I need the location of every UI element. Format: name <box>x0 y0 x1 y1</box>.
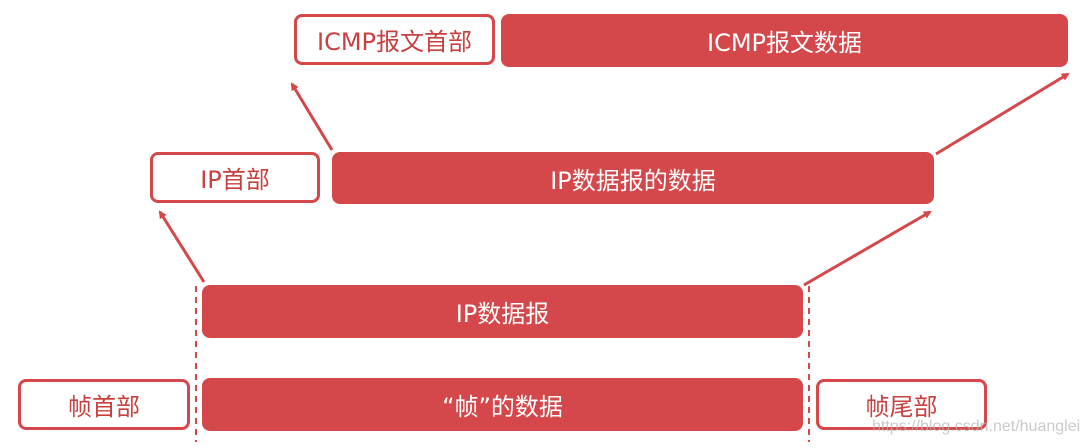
watermark: https://blog.csdn.net/huanglei305 <box>872 418 1080 435</box>
frame-header-box: 帧首部 <box>18 379 190 430</box>
icmp-header-box: ICMP报文首部 <box>294 14 495 65</box>
arrow-ip-data-end <box>803 210 932 287</box>
ip-data-box: IP数据报的数据 <box>332 152 934 204</box>
frame-trailer-box: 帧尾部 <box>816 379 987 430</box>
ip-header-box: IP首部 <box>150 152 320 203</box>
arrow-icmp-header <box>290 82 334 151</box>
icmp-data-box: ICMP报文数据 <box>501 14 1068 67</box>
ip-datagram-box: IP数据报 <box>202 285 803 338</box>
arrow-icmp-data-end <box>935 72 1070 156</box>
arrow-ip-header <box>158 210 206 283</box>
frame-data-box: “帧”的数据 <box>202 378 803 431</box>
